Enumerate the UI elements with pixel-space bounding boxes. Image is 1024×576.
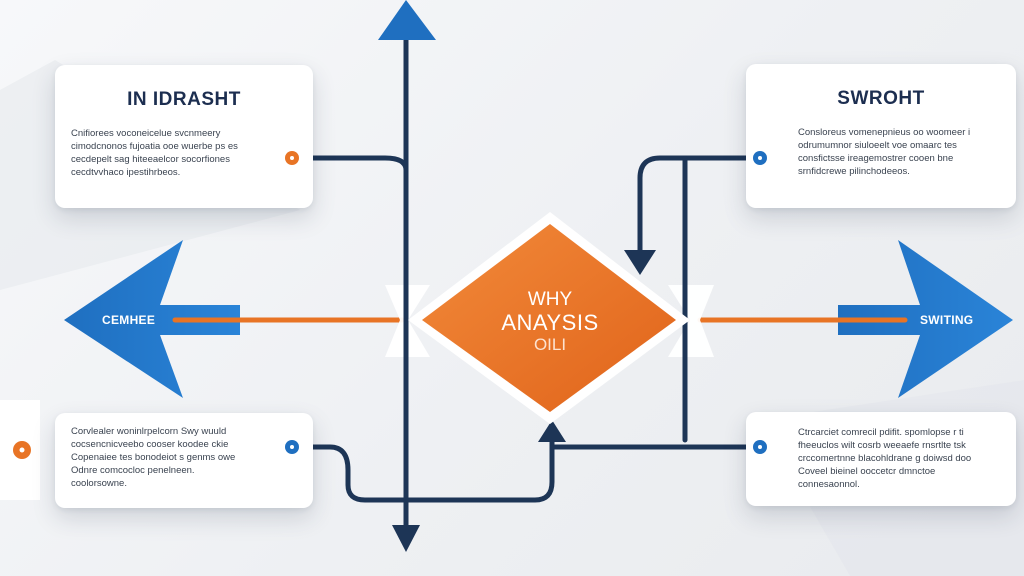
bottom-arrowhead: [392, 525, 420, 552]
left-arrow-label: CEMHEE: [102, 313, 156, 327]
right-arrow-label: SWITING: [920, 313, 974, 327]
card-top-left: IN IDRASHT Cnifiorees voconeicelue svcnm…: [55, 65, 313, 208]
card-body: Cnifiorees voconeicelue svcnmeery cimodc…: [71, 128, 238, 178]
bottom-loop-connector: [289, 437, 555, 503]
up-arrowhead: [538, 420, 566, 442]
diamond-subtitle: OILI: [533, 335, 567, 354]
card-top-right: SWROHT Consloreus vomenepnieus oo woomee…: [746, 64, 1016, 208]
left-arrow-shape: [64, 240, 240, 398]
card-body: Corvlealer woninlrpelcorn Swy wuuld cocs…: [71, 426, 236, 489]
top-left-connector: [289, 155, 409, 173]
card-bottom-left: Corvlealer woninlrpelcorn Swy wuuld cocs…: [55, 413, 313, 508]
right-arrow-shape: [838, 240, 1013, 398]
diamond-title-line1: WHY: [527, 289, 573, 310]
card-body: Consloreus vomenepnieus oo woomeer i odr…: [798, 127, 971, 177]
top-right-connector: [637, 155, 763, 258]
card-bottom-right: Ctrcarciet comrecil pdifit. spomlopse r …: [746, 412, 1016, 506]
diamond: [422, 224, 676, 412]
card-title: SWROHT: [837, 88, 925, 109]
card-body: Ctrcarciet comrecil pdifit. spomlopse r …: [798, 427, 972, 490]
down-arrowhead: [624, 250, 656, 275]
card-title: IN IDRASHT: [127, 89, 241, 110]
top-arrowhead: [378, 0, 436, 40]
right-bracket: [668, 285, 714, 357]
diamond-title-line2: ANAYSIS: [501, 310, 599, 335]
